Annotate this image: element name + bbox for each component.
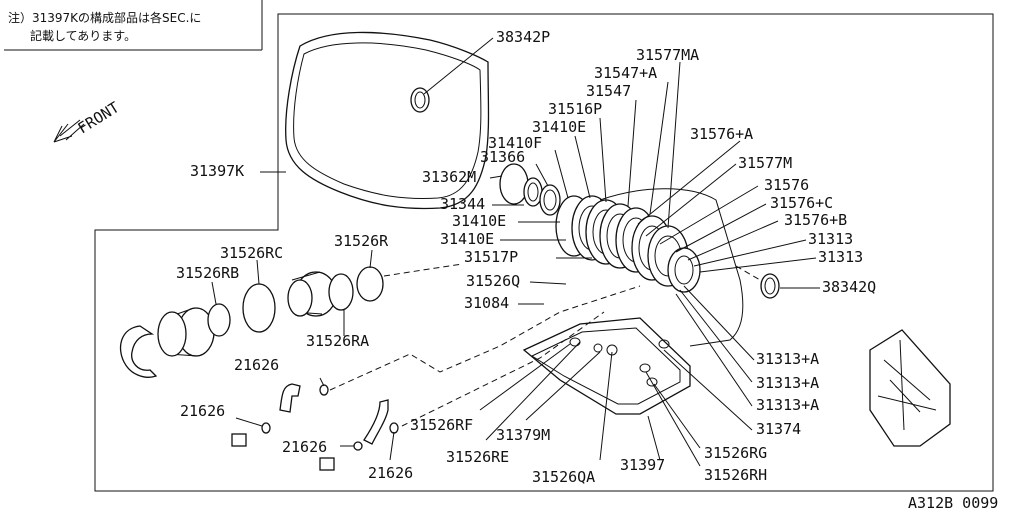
part-washer-21626-b <box>319 384 329 396</box>
callout-31526RC: 31526RC <box>220 244 283 262</box>
callout-21626-d: 21626 <box>368 464 413 482</box>
callout-31084: 31084 <box>464 294 509 312</box>
callout-31344: 31344 <box>440 195 485 213</box>
part-seal-38342Q <box>760 273 780 299</box>
assembly-frame <box>94 13 994 492</box>
callout-31362M: 31362M <box>422 168 476 186</box>
part-washer-21626-a <box>261 422 271 434</box>
callout-31576A: 31576+A <box>690 125 753 143</box>
part-pipe-fitting-a <box>279 383 301 413</box>
part-connector-b <box>319 457 335 471</box>
part-washer-21626-d <box>389 422 399 434</box>
part-gasket-31397K <box>285 31 490 210</box>
part-piston-31526RA <box>287 271 337 317</box>
part-valve-body-plate <box>869 329 951 447</box>
callout-31576C: 31576+C <box>770 194 833 212</box>
callout-21626-c: 21626 <box>282 438 327 456</box>
callout-31366: 31366 <box>480 148 525 166</box>
callout-38342P: 38342P <box>496 28 550 46</box>
callout-21626-b: 21626 <box>180 402 225 420</box>
callout-labels: 38342P 31577MA 31547+A 31547 31516P 3141… <box>176 28 876 486</box>
callout-31410E-mid: 31410E <box>452 212 506 230</box>
callout-31526RA: 31526RA <box>306 332 369 350</box>
part-clutch-pack <box>499 163 701 293</box>
leader-lines <box>211 37 820 467</box>
part-seal-ring-a <box>207 303 231 337</box>
front-label: FRONT <box>75 98 123 137</box>
front-arrow-icon <box>53 119 85 143</box>
callout-31313-a: 31313 <box>808 230 853 248</box>
callout-31517P: 31517P <box>464 248 518 266</box>
callout-31547: 31547 <box>586 82 631 100</box>
part-pipe-fitting-b <box>363 399 389 445</box>
part-seal-31526RC <box>242 283 276 333</box>
callout-21626-a: 21626 <box>234 356 279 374</box>
callout-31516P: 31516P <box>548 100 602 118</box>
callout-31313A-3: 31313+A <box>756 396 819 414</box>
callout-31577MA: 31577MA <box>636 46 699 64</box>
callout-31410F: 31410F <box>488 134 542 152</box>
part-piston-31526RB <box>157 307 215 357</box>
callout-31526RH: 31526RH <box>704 466 767 484</box>
callout-31526RB: 31526RB <box>176 264 239 282</box>
callout-31410E-low: 31410E <box>440 230 494 248</box>
callout-31374: 31374 <box>756 420 801 438</box>
note-line-2: 記載してあります。 <box>30 28 136 43</box>
part-connector-a <box>231 433 247 447</box>
callout-31526RE: 31526RE <box>446 448 509 466</box>
part-washer-21626-c <box>353 441 363 451</box>
front-direction-indicator: FRONT <box>53 98 123 143</box>
callout-31313-b: 31313 <box>818 248 863 266</box>
callout-31526R: 31526R <box>334 232 389 250</box>
part-snap-ring <box>119 325 158 378</box>
note-line-1: 注）31397Kの構成部品は各SEC.に <box>8 10 201 25</box>
callout-31526Q: 31526Q <box>466 272 520 290</box>
callout-31379M: 31379M <box>496 426 550 444</box>
callout-31526QA: 31526QA <box>532 468 595 486</box>
callout-31397: 31397 <box>620 456 665 474</box>
diagram-code: A312B 0099 <box>908 494 998 512</box>
part-control-valve-body <box>599 188 744 347</box>
callout-31576B: 31576+B <box>784 211 847 229</box>
note-box: 注）31397Kの構成部品は各SEC.に 記載してあります。 <box>4 0 263 51</box>
part-seal-31526R <box>356 266 384 302</box>
part-oil-pan-31397 <box>522 317 691 415</box>
callout-31547A: 31547+A <box>594 64 657 82</box>
callout-31526RF: 31526RF <box>410 416 473 434</box>
part-seal-ring-b <box>328 273 354 311</box>
callout-31313A-1: 31313+A <box>756 350 819 368</box>
callout-31577M: 31577M <box>738 154 792 172</box>
callout-31410E-top: 31410E <box>532 118 586 136</box>
callout-31313A-2: 31313+A <box>756 374 819 392</box>
callout-31576: 31576 <box>764 176 809 194</box>
callout-31526RG: 31526RG <box>704 444 767 462</box>
callout-31397K: 31397K <box>190 162 244 180</box>
callout-38342Q: 38342Q <box>822 278 876 296</box>
